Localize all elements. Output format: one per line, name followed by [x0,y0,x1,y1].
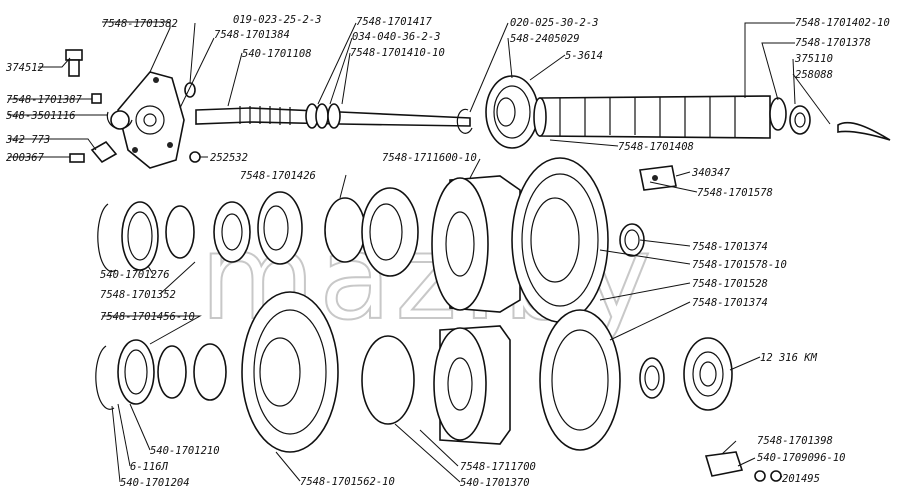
label-034-040-36-2-3: 034-040-36-2-3 [352,31,441,43]
bolt-part-374512 [65,49,83,77]
label-7548-1701578-10: 7548-1701578-10 [692,259,787,271]
label-7548-1701384: 7548-1701384 [214,29,290,41]
label-342773: 342 773 [5,134,50,146]
label-258088: 258088 [795,69,833,81]
input-shaft-part [195,103,471,129]
label-252532: 252532 [210,152,248,164]
label-7548-1701410-10: 7548-1701410-10 [350,47,445,59]
label-374512: 374512 [5,62,44,74]
gear-block-7548-1711700 [361,325,511,445]
label-375110: 375110 [794,53,833,65]
spacer-bottom [639,357,665,399]
part-number-labels: 374512 7548-1701382 7548-1701387 548-350… [5,14,890,489]
gear-7548-1701562-10 [241,291,339,453]
bearing-7548-1701352 [213,201,251,263]
label-7548-1701417: 7548-1701417 [356,16,433,28]
label-12316km: 12 316 КМ [760,352,818,364]
label-540-1701210: 540-1701210 [150,445,220,457]
label-540-1701370: 540-1701370 [460,477,530,489]
label-7548-1711600-10: 7548-1711600-10 [382,152,477,164]
snap-ring-020 [456,108,473,134]
label-540-1701276: 540-1701276 [100,269,170,281]
label-019-023-25-2-3: 019-023-25-2-3 [233,14,322,26]
retaining-ring-bottom [95,345,115,410]
bearing-6-116l [117,339,227,405]
label-7548-1701456-10: 7548-1701456-10 [100,311,195,323]
bearing-5-3614 [485,75,539,149]
label-540-1701108: 540-1701108 [242,48,312,60]
label-7548-1701378: 7548-1701378 [795,37,871,49]
main-shaft-part [533,95,771,139]
clamp-parts-bottom-right [704,451,782,482]
clutch-gear-block [361,187,419,277]
large-gear-7548-1701578-10 [511,157,609,323]
label-7548-1701578: 7548-1701578 [697,187,773,199]
label-340347: 340347 [691,167,731,179]
label-7548-1701374-b: 7548-1701374 [692,297,768,309]
gear-7548-1701374-bottom [539,309,621,451]
nut-washer-parts-right [769,97,811,135]
label-7548-1701528: 7548-1701528 [692,278,768,290]
lock-plate-340347 [639,165,677,191]
label-7548-1701402-10: 7548-1701402-10 [795,17,890,29]
label-201495: 201495 [782,473,820,485]
label-7548-1701382: 7548-1701382 [102,18,178,30]
label-7548-1701426: 7548-1701426 [240,170,316,182]
label-7548-1701398: 7548-1701398 [757,435,833,447]
label-7548-1711700: 7548-1711700 [460,461,536,473]
bearing-540-1701276 [121,201,195,271]
label-540-1701204: 540-1701204 [120,477,190,489]
retaining-ring-mid [97,203,117,272]
bearing-12316km [683,337,733,411]
label-540-1709096-10: 540-1709096-10 [757,452,846,464]
gear-7548-1701426 [257,191,366,265]
label-6-116l: 6-116Л [130,461,169,473]
label-5-3614: 5-3614 [565,50,603,62]
gear-7548-1711600-10 [431,175,521,313]
label-548-3501116: 548-3501116 [6,110,76,122]
label-200367: 200367 [6,152,45,164]
pump-housing-part [106,71,185,169]
label-7548-1701408: 7548-1701408 [618,141,694,153]
leader-lines [8,21,831,483]
cotter-pin-258088 [837,121,891,141]
label-7548-1701374-a: 7548-1701374 [692,241,768,253]
label-7548-1701387: 7548-1701387 [6,94,83,106]
label-548-2405029: 548-2405029 [510,33,580,45]
label-020-025-30-2-3: 020-025-30-2-3 [510,17,599,29]
label-7548-1701352: 7548-1701352 [100,289,176,301]
label-7548-1701562-10: 7548-1701562-10 [300,476,395,488]
